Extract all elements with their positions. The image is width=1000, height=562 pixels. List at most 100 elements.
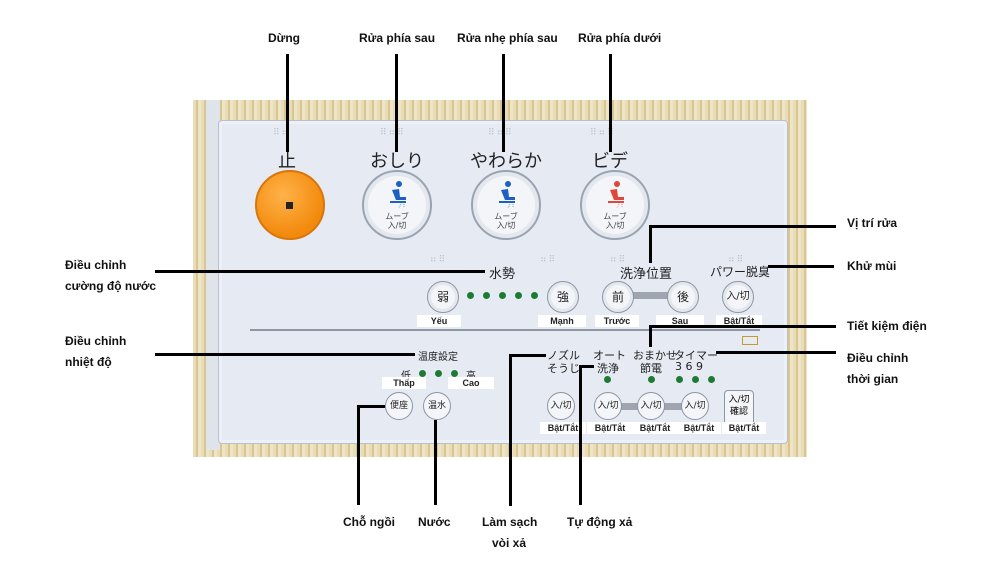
onoff-vi-label: Bật/Tắt (677, 422, 721, 434)
move-label: ムーブ (494, 212, 518, 221)
leader-line (650, 325, 836, 328)
timer-indicator (708, 376, 715, 383)
nozzle-clean-button[interactable]: 入/切 (547, 392, 575, 420)
battery-icon (742, 336, 758, 345)
leader-line (768, 265, 834, 268)
deodorize-button[interactable]: 入/切 (722, 281, 754, 313)
leader-line (579, 365, 582, 505)
saving-indicator (648, 376, 655, 383)
energy-saving-button[interactable]: 入/切 (637, 392, 665, 420)
annotation-nozzle-clean-2: vòi xả (492, 536, 527, 550)
annotation-temperature-2: nhiệt độ (65, 355, 112, 369)
onoff-vi-label: Bật/Tắt (722, 422, 766, 434)
leader-line (509, 354, 512, 506)
rear-wash-button[interactable]: ムーブ 入/切 (362, 170, 432, 240)
braille-marks: ⠶⠿ (540, 255, 558, 265)
auto-label-1: オート (593, 349, 626, 362)
nozzle-label-1: ノズル (547, 349, 580, 362)
power-deodorize-label: パワー脱臭 (710, 265, 771, 279)
stop-label: 止 (278, 151, 296, 172)
panel-divider (250, 329, 760, 331)
level-indicator (515, 292, 522, 299)
annotation-timer-2: thời gian (847, 372, 899, 386)
leader-line (649, 225, 652, 263)
back-button[interactable]: 後 (667, 281, 699, 313)
auto-indicator (604, 376, 611, 383)
strong-vi-label: Mạnh (538, 315, 586, 327)
water-temp-button[interactable]: 温水 (423, 392, 451, 420)
annotation-soft-rear-wash: Rửa nhẹ phía sau (457, 31, 558, 45)
strong-button[interactable]: 強 (547, 281, 579, 313)
leader-line (155, 270, 485, 273)
back-vi-label: Sau (656, 315, 704, 327)
stop-icon (286, 202, 293, 209)
confirm-line-1: 入/切 (728, 395, 750, 405)
annotation-stop: Dừng (268, 31, 301, 45)
onoff-label: 入/切 (605, 221, 625, 230)
timer-hours: 3 6 9 (675, 360, 703, 373)
leader-line (502, 54, 505, 152)
onoff-vi-label: Bật/Tắt (540, 422, 586, 434)
leader-line (580, 365, 594, 368)
wash-position-label: 洗浄位置 (620, 267, 673, 282)
onoff-label: 入/切 (496, 221, 516, 230)
onoff-vi-label: Bật/Tắt (587, 422, 633, 434)
weak-vi-label: Yếu (417, 315, 461, 327)
soft-rear-wash-button[interactable]: ムーブ 入/切 (471, 170, 541, 240)
omakase-label-2: 節電 (640, 362, 662, 375)
annotation-temperature: Điều chỉnh (65, 334, 127, 348)
timer-label: タイマー (674, 349, 718, 362)
annotation-seat: Chỗ ngồi (343, 515, 395, 529)
rear-wash-icon (390, 181, 406, 208)
braille-marks: ⠿⠶⠿ (590, 128, 616, 138)
onoff-vi-label: Bật/Tắt (716, 315, 762, 327)
position-bar (632, 292, 676, 299)
stop-button[interactable] (255, 170, 325, 240)
annotation-auto-flush: Tự động xả (567, 515, 633, 529)
annotation-rear-wash: Rửa phía sau (359, 31, 436, 45)
leader-line (286, 54, 289, 152)
bidet-label: ビデ (592, 151, 628, 172)
level-indicator (467, 292, 474, 299)
leader-line (434, 420, 437, 505)
timer-indicator (692, 376, 699, 383)
weak-button[interactable]: 弱 (427, 281, 459, 313)
move-label: ムーブ (385, 212, 409, 221)
annotation-water-pressure-2: cường độ nước (65, 279, 157, 293)
seat-temp-button[interactable]: 便座 (385, 392, 413, 420)
annotation-timer: Điều chỉnh (847, 351, 909, 365)
confirm-button[interactable]: 入/切 確認 (724, 390, 754, 425)
braille-marks: ⠿⠶ (273, 128, 291, 138)
leader-line (650, 225, 836, 228)
annotation-water: Nước (418, 515, 451, 529)
panel-edge (206, 100, 220, 450)
braille-marks: ⠿⠶⠿ (488, 128, 514, 138)
temp-indicator (419, 370, 426, 377)
braille-marks: ⠶⠿ (728, 255, 746, 265)
leader-line (155, 353, 415, 356)
high-vi-label: Cao (448, 377, 494, 389)
bidet-icon (608, 181, 624, 208)
soft-wash-icon (499, 181, 515, 208)
onoff-label: 入/切 (387, 221, 407, 230)
auto-flush-button[interactable]: 入/切 (594, 392, 622, 420)
water-force-label: 水勢 (489, 267, 516, 282)
timer-button[interactable]: 入/切 (681, 392, 709, 420)
front-vi-label: Trước (595, 315, 639, 327)
bidet-button[interactable]: ムーブ 入/切 (580, 170, 650, 240)
annotation-water-pressure: Điều chỉnh (65, 258, 127, 272)
braille-marks: ⠶⠿ (430, 255, 448, 265)
low-vi-label: Thấp (382, 377, 426, 389)
leader-line (716, 351, 836, 354)
move-label: ムーブ (603, 212, 627, 221)
leader-line (649, 325, 652, 347)
high-label: 高 (466, 367, 476, 382)
yawaraka-label: やわらか (470, 151, 542, 172)
leader-line (357, 405, 360, 505)
level-indicator (499, 292, 506, 299)
annotation-nozzle-clean: Làm sạch (482, 515, 538, 529)
front-button[interactable]: 前 (602, 281, 634, 313)
low-label: 低 (401, 367, 411, 382)
annotation-wash-position: Vị trí rửa (847, 216, 898, 230)
leader-line (510, 354, 546, 357)
